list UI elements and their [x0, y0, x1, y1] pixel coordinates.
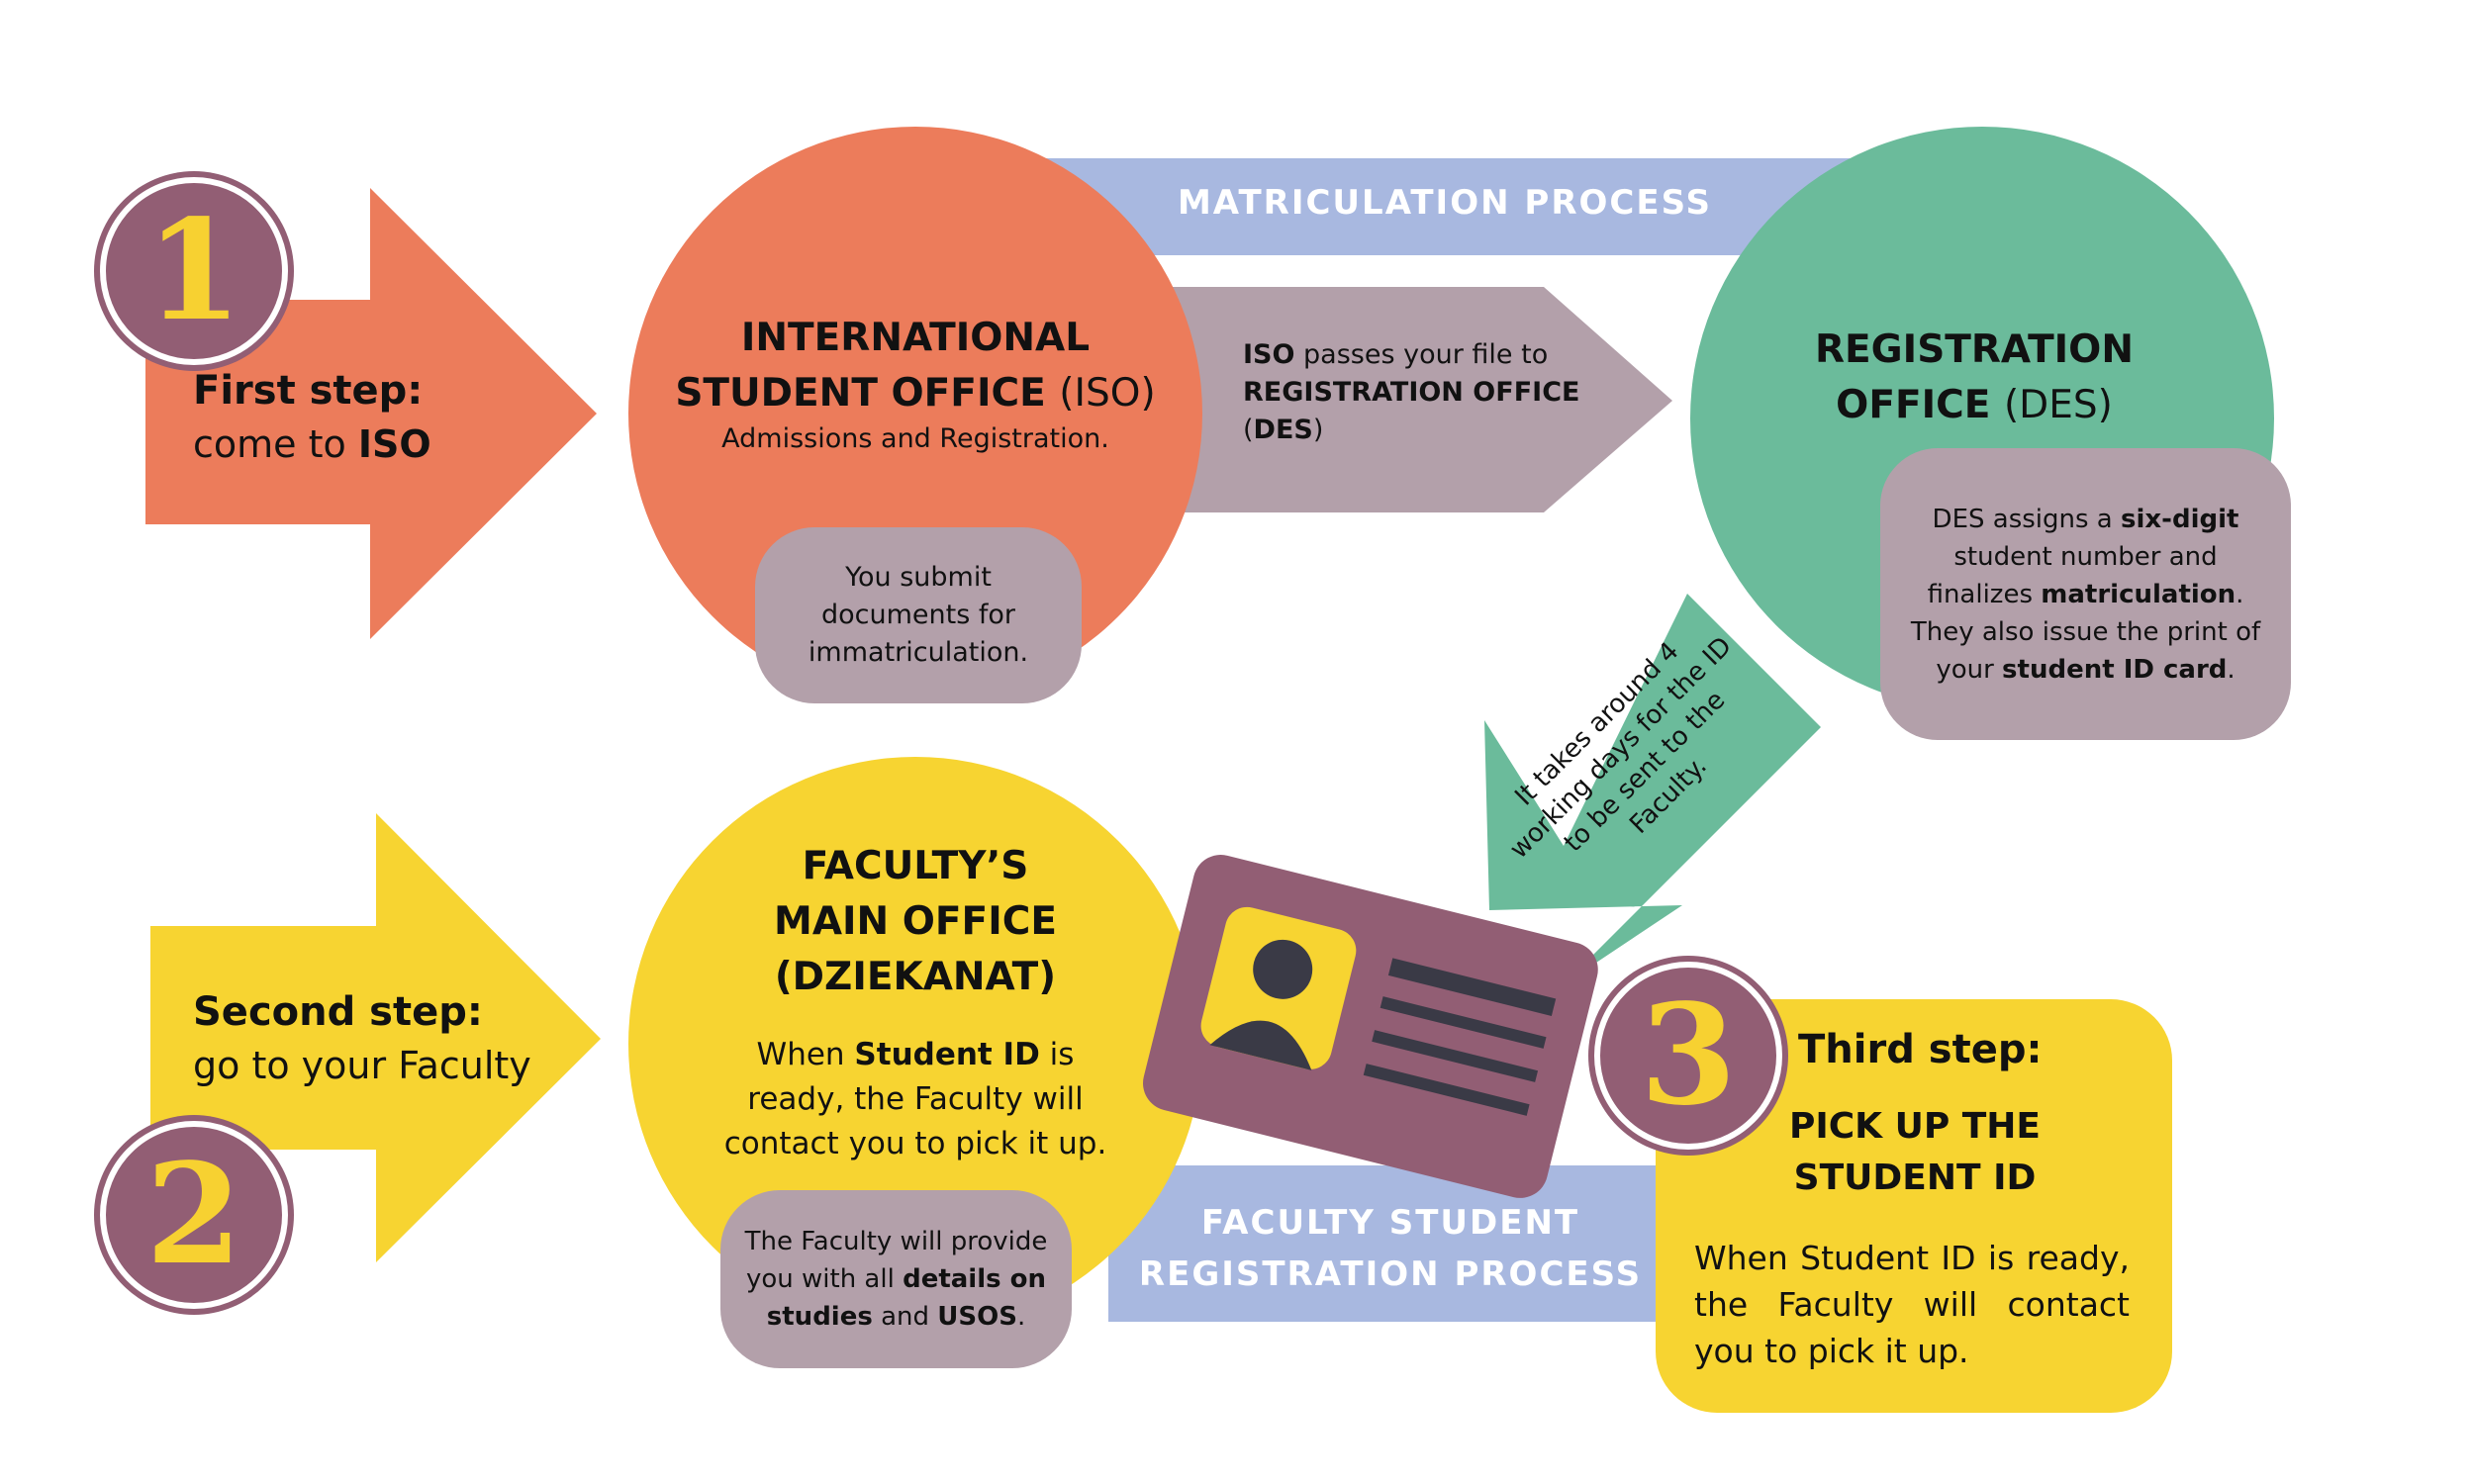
- faculty-body: When Student ID is ready, the Faculty wi…: [723, 1037, 1107, 1161]
- faculty-title: FACULTY’S MAIN OFFICE (DZIEKANAT): [774, 844, 1057, 999]
- step-1-text: First step: come to ISO: [193, 364, 549, 471]
- matriculation-band: [1009, 158, 1870, 255]
- step-3-number-badge: 3: [1594, 962, 1782, 1150]
- step-1-number-badge: 1: [100, 177, 288, 365]
- faculty-registration-band: [1108, 1165, 1672, 1322]
- iso-pill: You submit documents for immatriculation…: [755, 527, 1082, 703]
- pickup-box: [1656, 999, 2172, 1413]
- step-2-arrow: [150, 813, 601, 1262]
- step-2-text: Second step: go to your Faculty: [193, 985, 609, 1092]
- step-2-number-badge: 2: [100, 1121, 288, 1309]
- faculty-circle: [628, 757, 1202, 1331]
- step-3-title: Third step:: [1798, 1027, 2043, 1072]
- step-2-title: Second step:: [193, 989, 483, 1035]
- des-pill: DES assigns a six-digit student number a…: [1880, 448, 2291, 740]
- matriculation-label: MATRICULATION PROCESS: [1177, 183, 1713, 223]
- id-card-illustration: [1143, 855, 1598, 1198]
- des-title: REGISTRATION OFFICE (DES): [1815, 327, 2134, 427]
- transit-arrow: [1484, 594, 1821, 984]
- pickup-title: PICK UP THE STUDENT ID: [1788, 1106, 2042, 1198]
- transfer-text: ISO passes your file to REGISTRATION OFF…: [1243, 339, 1580, 445]
- iso-subtitle: Admissions and Registration.: [721, 423, 1109, 454]
- pickup-body: When Student ID is ready, the Faculty wi…: [1694, 1239, 2130, 1370]
- transfer-arrow: [1168, 287, 1672, 512]
- faculty-pill: The Faculty will provide you with all de…: [720, 1190, 1072, 1368]
- faculty-registration-label: FACULTY STUDENT REGISTRATION PROCESS: [1138, 1203, 1643, 1294]
- step-1-title: First step:: [193, 368, 424, 414]
- iso-title: INTERNATIONAL STUDENT OFFICE (ISO) Admis…: [653, 311, 1178, 457]
